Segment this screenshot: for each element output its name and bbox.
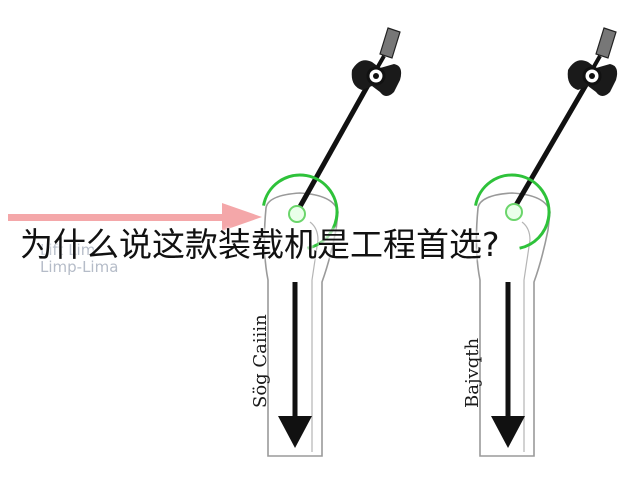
faded-label-line1: Lift Lim... — [40, 241, 110, 259]
right-lever-rod — [509, 76, 593, 214]
left-vertical-label: Sög Caiiin — [250, 314, 271, 408]
right-lever-assembly — [473, 27, 618, 457]
left-pivot-knob — [288, 205, 306, 223]
caption-title: 为什么说这款装载机是工程首选? — [20, 225, 500, 264]
right-lever-tip — [590, 27, 617, 71]
right-clamp-icon — [567, 60, 618, 96]
faded-label-line2: Limp-Lima — [40, 258, 119, 276]
left-pivot-ring — [261, 173, 339, 251]
right-vertical-label: Bajvqth — [462, 337, 483, 408]
right-pivot-ring — [473, 173, 551, 251]
left-force-arrowhead — [278, 416, 312, 448]
left-lever-rod — [294, 76, 375, 214]
pointer-arrow — [8, 203, 262, 231]
left-lever-assembly — [261, 27, 402, 457]
left-housing-outline — [263, 192, 339, 457]
left-lever-tip — [374, 27, 401, 71]
right-pivot-knob — [505, 203, 523, 221]
right-force-arrowhead — [491, 416, 525, 448]
left-clamp-icon — [351, 60, 402, 96]
right-housing-inner — [521, 221, 531, 452]
left-housing-inner — [309, 221, 319, 452]
right-housing-outline — [475, 192, 551, 457]
